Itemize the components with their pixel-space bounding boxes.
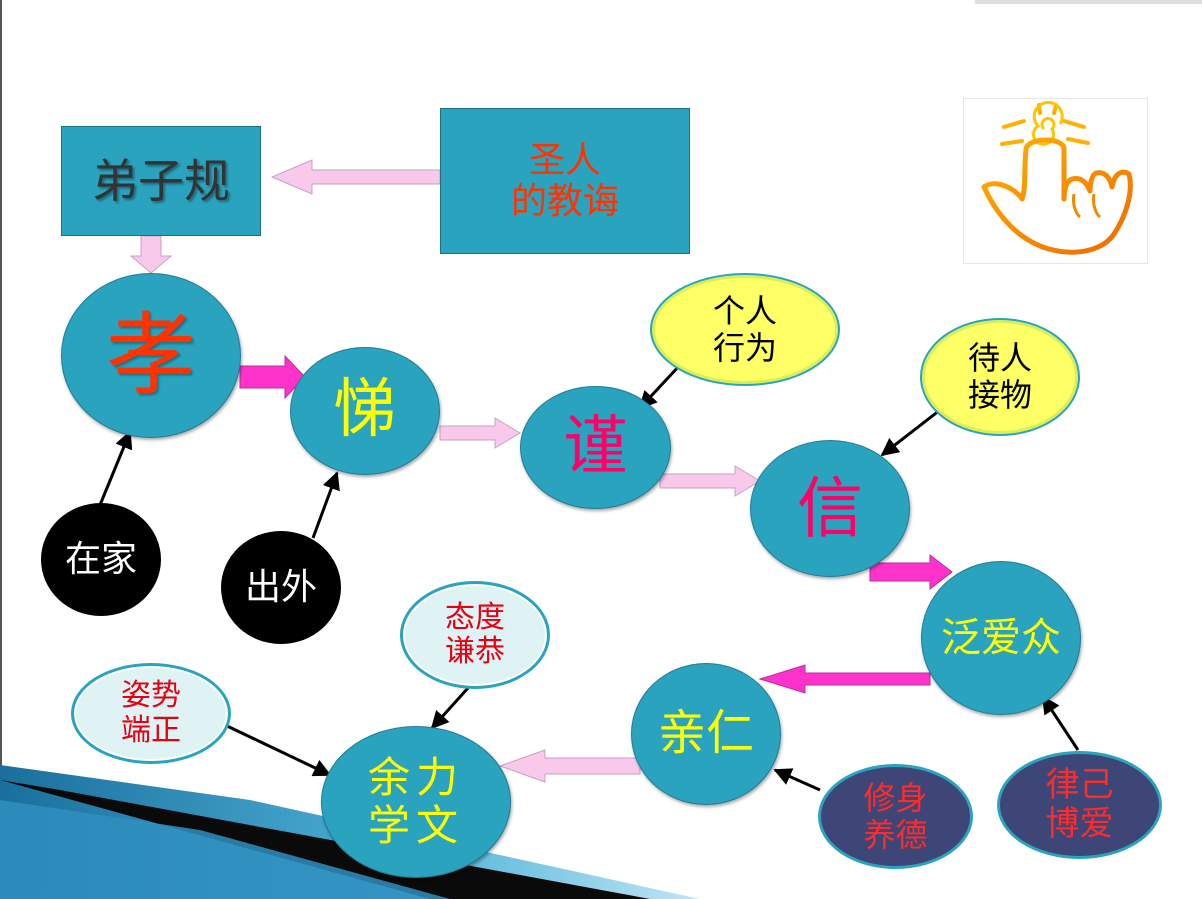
node-xin-label: 信 (797, 469, 863, 547)
slide-top-strip (975, 0, 1202, 4)
node-fanaizhong: 泛爱众 (921, 561, 1081, 715)
arrow-ti-to-jin (439, 417, 521, 449)
node-jin: 谨 (520, 386, 671, 509)
arrow-zaijia-to-xiao (98, 430, 133, 506)
pointing-hand-icon (981, 100, 1133, 255)
arrow-qinren-to-yulixuewen (498, 749, 641, 783)
node-qinren: 亲仁 (631, 663, 781, 805)
arrow-gerenxingwei-to-jin (638, 363, 682, 410)
arrow-dizigui-to-xiao (129, 235, 173, 274)
node-lvjiboai-label: 律己 博爱 (1045, 764, 1114, 844)
node-xiushenyangde-label: 修身 养德 (863, 778, 928, 854)
arrow-jin-to-xin (659, 465, 761, 497)
node-chuwai: 出外 (221, 531, 341, 644)
arrow-zishiduanzheng-to-yulixuewen (224, 723, 332, 777)
ribbon-black (0, 780, 650, 899)
node-dairenjiewu: 待人 接物 (920, 318, 1080, 436)
arrow-shengren-to-dizigui (270, 159, 441, 195)
node-shengren-label: 圣人 的教诲 (510, 139, 619, 222)
node-xin: 信 (750, 440, 910, 577)
arrow-lvjiboai-to-fanaizhong (1041, 695, 1080, 751)
node-fanaizhong-label: 泛爱众 (941, 615, 1061, 661)
arrow-xiushenyangde-to-qinren (773, 768, 821, 792)
node-qinren-label: 亲仁 (657, 705, 754, 762)
node-chuwai-label: 出外 (244, 566, 317, 608)
node-gerenxingwei-label: 个人 行为 (712, 291, 777, 367)
node-ti: 悌 (290, 347, 440, 475)
node-taiduqiangong: 态度 谦恭 (400, 581, 550, 689)
node-xiao-label: 孝 (106, 302, 196, 408)
node-zaijia-label: 在家 (64, 538, 137, 580)
node-dairenjiewu-label: 待人 接物 (967, 339, 1032, 414)
node-shengren: 圣人 的教诲 (440, 108, 690, 254)
arrow-xin-to-fanaizhong (869, 553, 953, 591)
slide-left-border (0, 0, 2, 899)
arrow-taiduqiangong-to-yulixuewen (430, 686, 470, 730)
node-yulixuewen-label: 余力 学文 (367, 752, 464, 850)
node-zaijia: 在家 (41, 503, 161, 616)
arrow-chuwai-to-ti (311, 471, 340, 539)
node-lvjiboai: 律己 博爱 (997, 751, 1162, 859)
node-dizigui-label: 弟子规 (92, 153, 230, 208)
node-yulixuewen: 余力 学文 (321, 726, 511, 878)
node-zishiduanzheng: 姿势 端正 (71, 663, 231, 764)
hand-image (963, 98, 1148, 264)
node-jin-label: 谨 (563, 409, 628, 484)
node-ti-label: 悌 (333, 373, 397, 448)
node-zishiduanzheng-label: 姿势 端正 (121, 678, 181, 748)
node-gerenxingwei: 个人 行为 (650, 273, 840, 386)
node-taiduqiangong-label: 态度 谦恭 (445, 599, 505, 669)
node-xiao: 孝 (61, 273, 241, 438)
ribbon-blue-lower (0, 800, 450, 899)
node-dizigui: 弟子规 (61, 126, 261, 236)
node-xiushenyangde: 修身 养德 (818, 764, 973, 869)
arrow-fanaizhong-to-qinren (758, 664, 931, 694)
arrow-dairenjiewu-to-xin (880, 408, 941, 457)
